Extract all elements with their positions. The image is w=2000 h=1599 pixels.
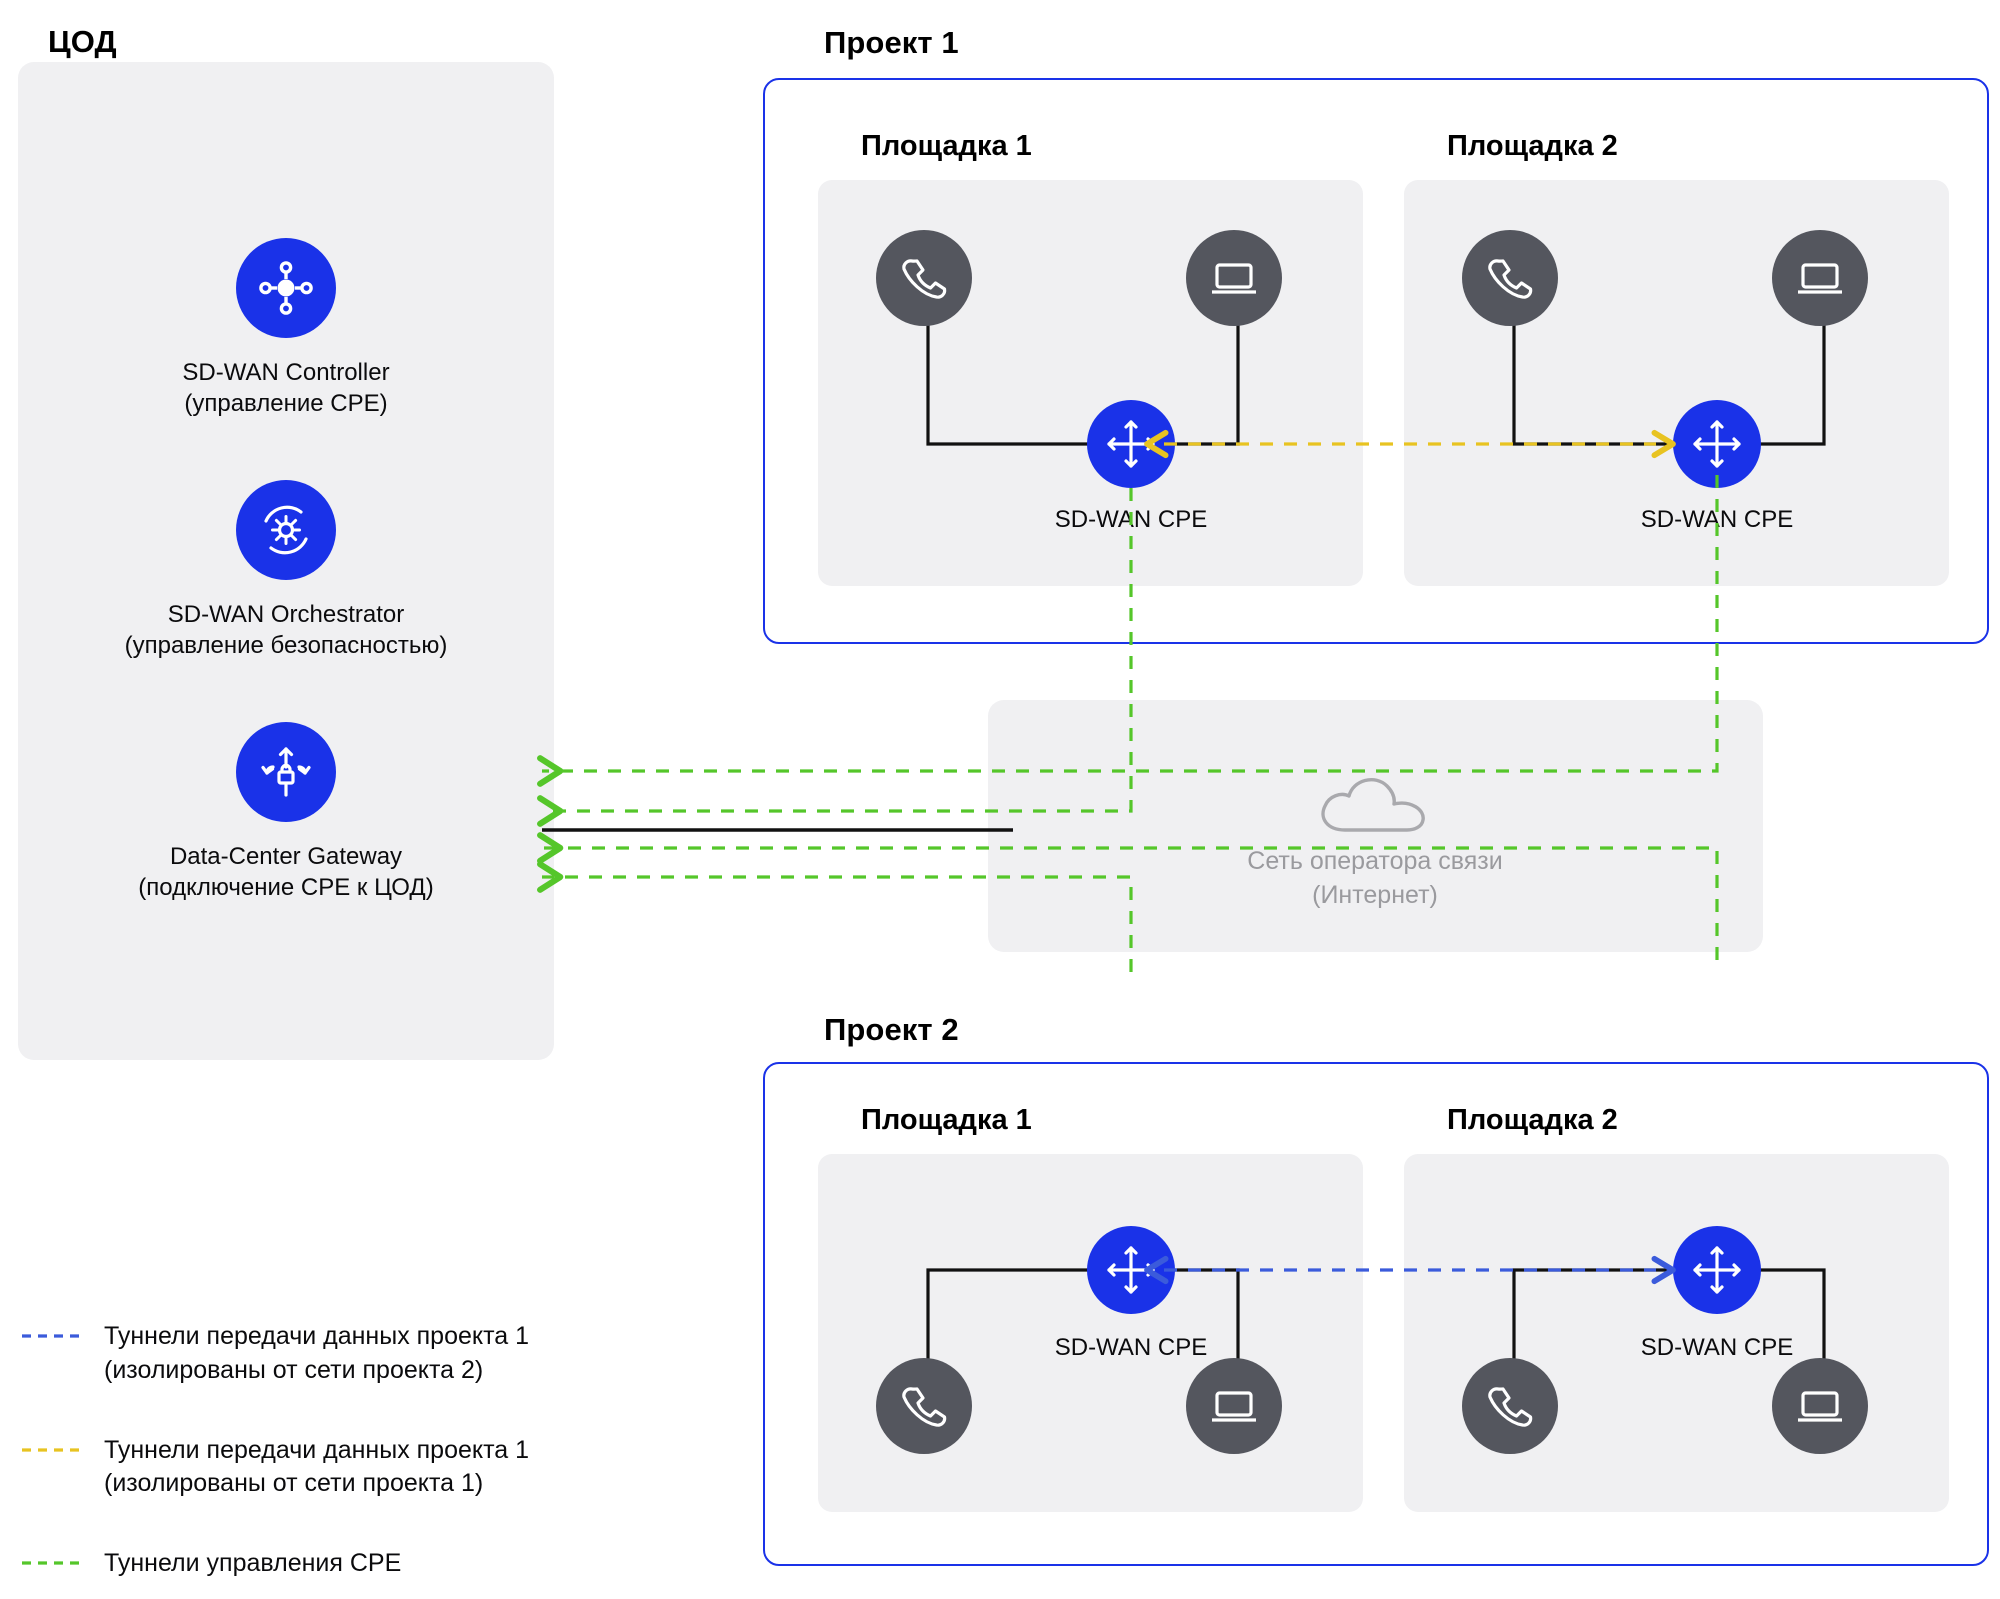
legend-item: Туннели передачи данных проекта 1 (изоли…	[20, 1320, 640, 1388]
legend-swatch-blue	[22, 1334, 80, 1338]
sdwan-controller-label: SD-WAN Controller (управление CPE)	[36, 358, 536, 419]
project-1-box	[763, 78, 1989, 644]
project-2-site-1-title: Площадка 1	[861, 1104, 1032, 1136]
legend-swatch-yellow	[22, 1447, 80, 1452]
laptop-icon	[1772, 1358, 1868, 1454]
project-1-site-2-title: Площадка 2	[1447, 130, 1618, 162]
data-center-gateway-label-line2: (подключение CPE к ЦОД)	[138, 873, 434, 901]
legend-swatch-green	[22, 1561, 80, 1565]
legend-label: Туннели передачи данных проекта 1 (изоли…	[104, 1322, 530, 1384]
operator-network-label-line2: (Интернет)	[1312, 880, 1438, 909]
phone-icon	[1462, 230, 1558, 326]
project-2-site-2-box	[1404, 1154, 1949, 1512]
data-center-gateway-label: Data-Center Gateway (подключение CPE к Ц…	[16, 842, 556, 903]
phone-icon	[876, 230, 972, 326]
management-tunnels	[537, 475, 1719, 972]
legend-item: Туннели передачи данных проекта 1 (изоли…	[20, 1434, 640, 1502]
tunnel-yellow-project1	[1144, 429, 1676, 459]
laptop-icon	[1772, 230, 1868, 326]
sdwan-orchestrator-label: SD-WAN Orchestrator (управление безопасн…	[26, 600, 546, 661]
sdwan-orchestrator-icon	[236, 480, 336, 580]
operator-network-label-line1: Сеть оператора связи	[1247, 847, 1503, 875]
sdwan-controller-icon	[236, 238, 336, 338]
legend-item: Туннели управления CPE	[20, 1547, 640, 1581]
datacenter-title: ЦОД	[48, 24, 117, 59]
tunnel-blue-project2	[1144, 1255, 1676, 1285]
project-2-box	[763, 1062, 1989, 1566]
laptop-icon	[1186, 1358, 1282, 1454]
project-1-site-1-title: Площадка 1	[861, 130, 1032, 162]
project-2-site-2-wiring	[1512, 1268, 1826, 1406]
laptop-icon	[1186, 230, 1282, 326]
project-1-title: Проект 1	[824, 25, 959, 60]
legend-label: Туннели передачи данных проекта 1 (изоли…	[104, 1435, 530, 1498]
phone-icon	[1462, 1358, 1558, 1454]
project-1-site-2-cpe-router-icon	[1673, 400, 1761, 488]
cloud-icon	[1321, 777, 1425, 832]
sdwan-orchestrator-label-line1: SD-WAN Orchestrator	[167, 601, 405, 628]
project-2-site-2-title: Площадка 2	[1447, 1104, 1618, 1136]
sdwan-orchestrator-label-line2: (управление безопасностью)	[124, 631, 448, 659]
project-2-site-1-wiring	[926, 1268, 1240, 1406]
project-2-site-2-cpe-label: SD-WAN CPE	[1640, 1334, 1794, 1361]
project-2-title: Проект 2	[824, 1012, 959, 1047]
sdwan-controller-label-line1: SD-WAN Controller	[182, 359, 390, 386]
operator-network-label: Сеть оператора связи (Интернет)	[1025, 845, 1725, 913]
phone-icon	[876, 1358, 972, 1454]
project-2-site-2-cpe-router-icon	[1673, 1226, 1761, 1314]
sdwan-controller-label-line2: (управление CPE)	[184, 389, 388, 417]
operator-network-panel	[988, 700, 1763, 952]
project-2-site-1-cpe-label: SD-WAN CPE	[1054, 1334, 1208, 1361]
legend: Туннели передачи данных проекта 1 (изоли…	[20, 1320, 640, 1581]
data-center-gateway-icon	[236, 722, 336, 822]
legend-label: Туннели управления CPE	[104, 1549, 402, 1577]
project-2-site-1-box	[818, 1154, 1363, 1512]
data-center-gateway-label-line1: Data-Center Gateway	[169, 843, 403, 870]
